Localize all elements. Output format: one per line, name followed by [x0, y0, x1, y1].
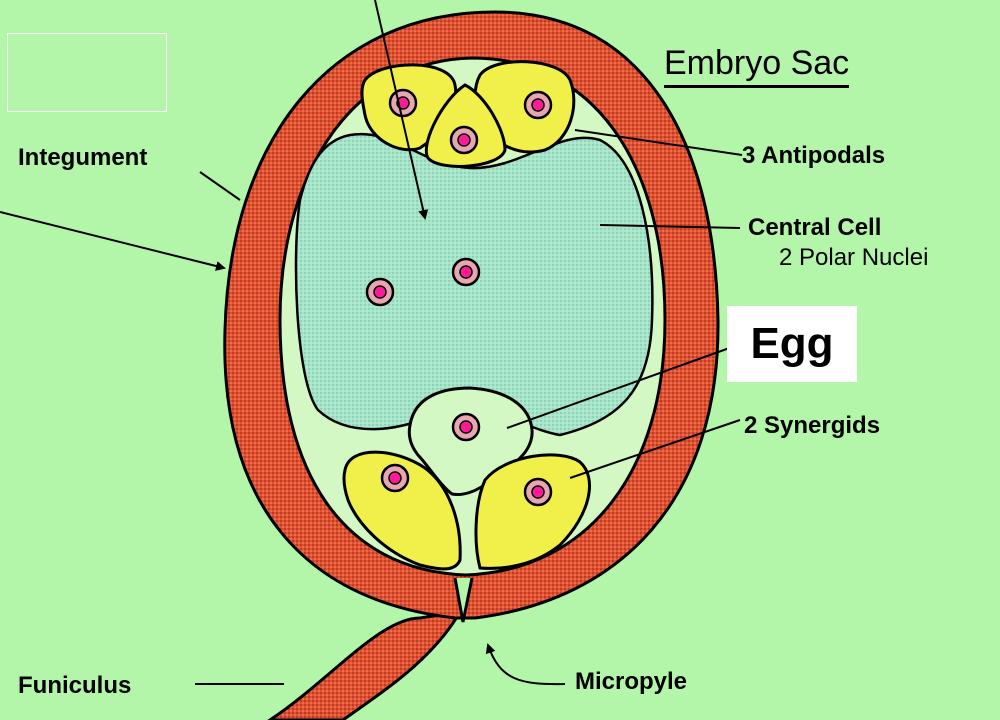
egg-label-box: Egg [727, 306, 857, 382]
arrow-micropyle [488, 645, 565, 684]
nucleolus [460, 421, 472, 433]
nucleolus [460, 266, 472, 278]
label-egg: Egg [750, 319, 833, 369]
label-micropyle: Micropyle [575, 668, 687, 696]
label-funiculus: Funiculus [18, 672, 131, 700]
arrow-to-integument-wall [0, 212, 224, 268]
funiculus-stalk [270, 612, 460, 720]
label-synergids: 2 Synergids [744, 412, 880, 440]
label-integument: Integument [18, 144, 147, 172]
blank-label-box [7, 33, 167, 112]
nucleolus [532, 486, 544, 498]
nucleolus [458, 134, 470, 146]
label-polar-nuclei: 2 Polar Nuclei [779, 244, 928, 272]
diagram-title: Embryo Sac [664, 44, 849, 88]
label-central-cell: Central Cell [748, 214, 881, 242]
nucleolus [389, 472, 401, 484]
line-integument [200, 172, 240, 200]
nucleolus [374, 286, 386, 298]
nucleolus [532, 99, 544, 111]
label-antipodals: 3 Antipodals [742, 142, 885, 170]
